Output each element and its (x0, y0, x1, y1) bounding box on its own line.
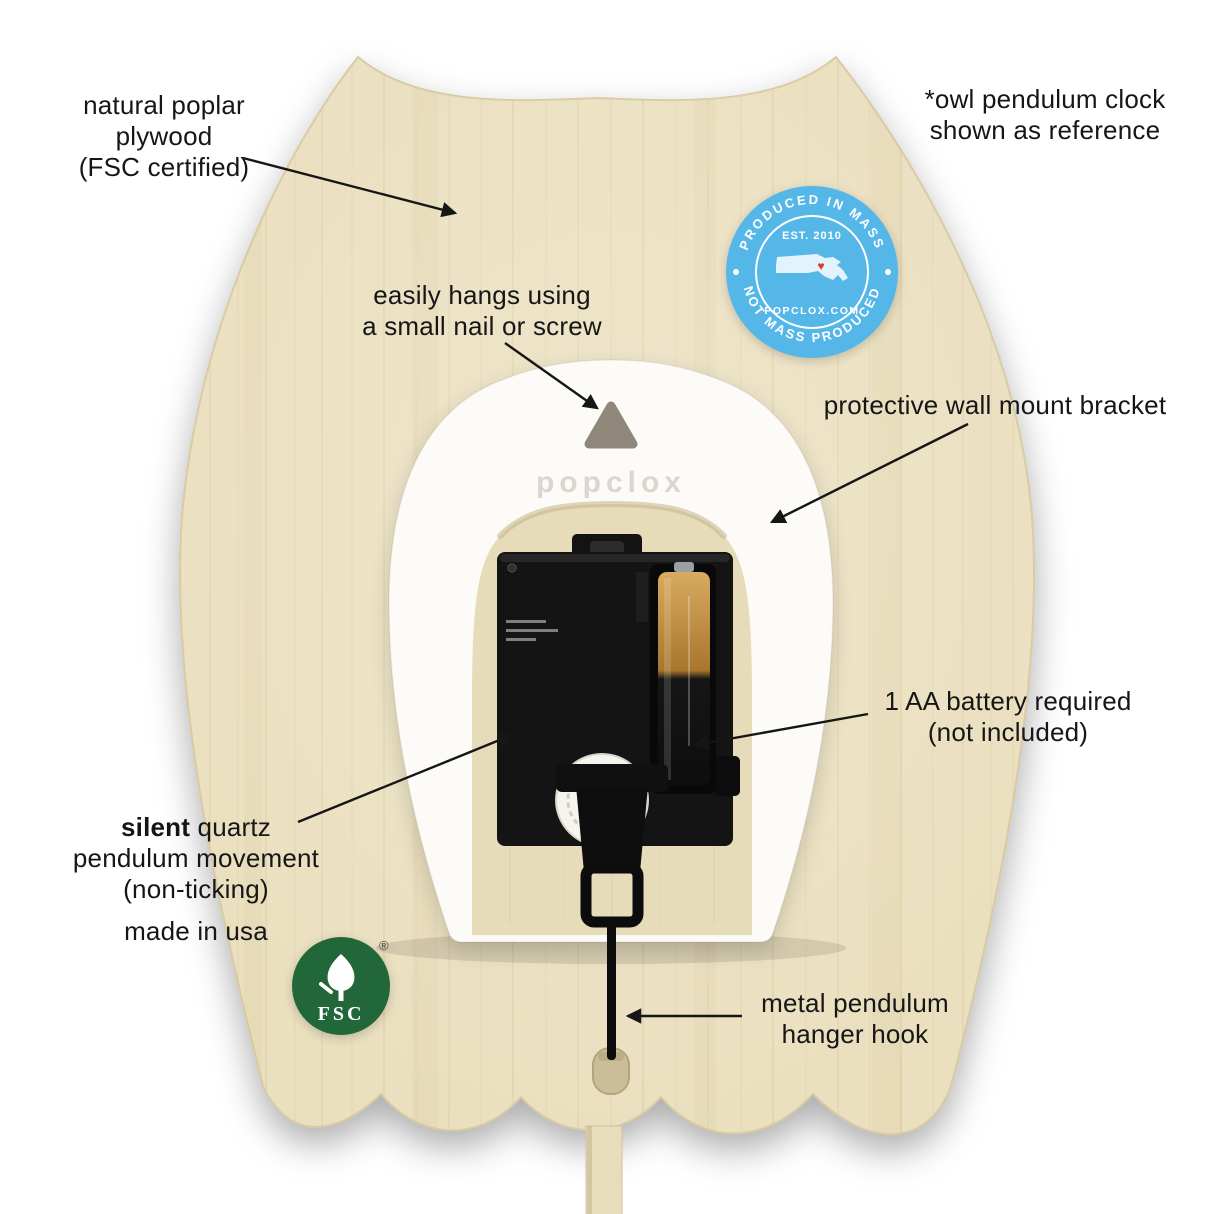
screw (507, 563, 517, 573)
hanger-tab-slot (590, 541, 624, 554)
label-line: plywood (115, 121, 213, 152)
arrow-to-hang-hole (504, 342, 599, 410)
label-bracket: protective wall mount bracket (795, 390, 1195, 421)
massachusetts-shape (776, 254, 848, 281)
label-line: natural poplar (83, 90, 245, 120)
battery-clip (636, 572, 648, 622)
aa-battery (658, 572, 710, 786)
produced-in-mass-badge: PRODUCED IN MASS NOT MASS PRODUCED EST. … (726, 186, 898, 358)
arrow-to-movement (297, 732, 515, 824)
battery-label-line (688, 596, 690, 746)
label-line: *owl pendulum clock (924, 84, 1166, 114)
triangle-hang-hole (584, 401, 638, 449)
callout-arrows (242, 156, 969, 1024)
movement-top-edge (500, 554, 730, 562)
battery-terminal (674, 562, 694, 572)
bracket-brand-embossed: popclox (536, 466, 686, 499)
fsc-logo: ® FSC (292, 937, 390, 1035)
badge-dot-right (885, 269, 891, 275)
fsc-label: FSC (318, 1003, 365, 1025)
battery-highlight (664, 578, 671, 780)
label-bold-word: silent (121, 812, 191, 842)
label-line: (non-ticking) (123, 874, 269, 905)
hanger-shoulder (556, 764, 668, 792)
badge-dot-left (733, 269, 739, 275)
arrow-to-bracket (769, 422, 969, 524)
badge-inner-ring (755, 215, 869, 329)
label-line: metal pendulum (761, 988, 949, 1018)
clock-movement (497, 534, 740, 1060)
fsc-tree-icon (319, 954, 355, 1001)
label-reference-note: *owl pendulum clock shown as reference (895, 84, 1195, 146)
badge-website: POPCLOX.COM (764, 305, 859, 317)
label-line: (FSC certified) (78, 152, 250, 183)
heart-icon: ♥ (817, 259, 824, 273)
wood-pendulum-stick (585, 1125, 623, 1214)
label-line-rest: quartz (190, 812, 271, 842)
label-line: pendulum movement (72, 843, 320, 874)
movement-print (506, 620, 558, 641)
label-line: a small nail or screw (362, 311, 602, 342)
pendulum-rod (607, 918, 616, 1060)
label-line: 1 AA battery required (884, 686, 1132, 716)
label-line: silent quartz (35, 812, 357, 843)
label-line: protective wall mount bracket (823, 390, 1167, 420)
label-line: easily hangs using (373, 280, 591, 310)
badge-established: EST. 2010 (782, 230, 842, 242)
label-made-in: made in usa (124, 915, 268, 946)
movement-side-tab (714, 756, 740, 796)
label-line: shown as reference (929, 115, 1161, 146)
label-line: (not included) (927, 717, 1089, 748)
label-hanger-hook: metal pendulum hanger hook (735, 988, 975, 1050)
registered-mark: ® (379, 938, 389, 953)
cavity-top-shading (497, 500, 727, 539)
label-battery: 1 AA battery required (not included) (855, 686, 1161, 748)
hanger-bracket (576, 786, 648, 872)
label-hanging: easily hangs using a small nail or screw (322, 280, 642, 342)
arrow-to-battery (692, 712, 869, 751)
label-plywood: natural poplar plywood (FSC certified) (30, 90, 298, 184)
arrow-to-plywood (242, 156, 458, 218)
label-movement: silent quartz pendulum movement (non-tic… (35, 812, 357, 947)
label-line: hanger hook (781, 1019, 929, 1050)
